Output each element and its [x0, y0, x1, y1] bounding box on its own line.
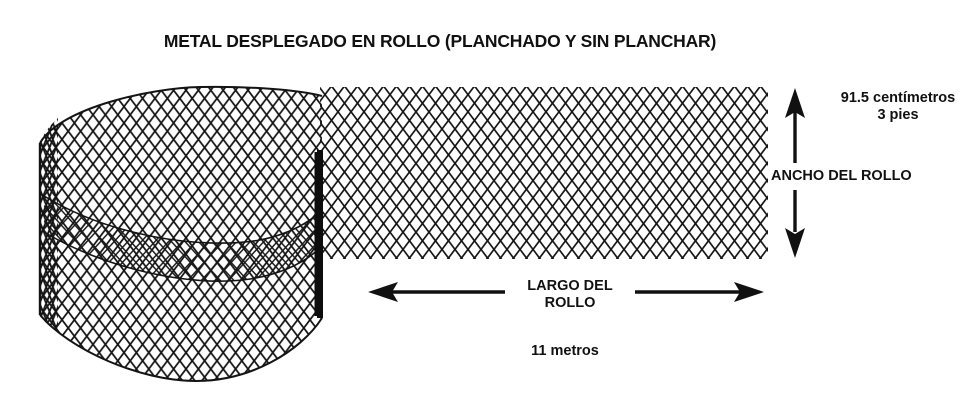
roll-length-measurement: 11 metros: [531, 343, 599, 359]
roll-width-measurement-cm: 91.5 centímetros: [840, 90, 956, 106]
roll-length-label: LARGO DEL ROLLO: [505, 278, 635, 312]
coil-mesh: [38, 85, 323, 383]
roll-width-arrow: [785, 88, 805, 258]
roll-width-label: ANCHO DEL ROLLO: [771, 168, 912, 184]
roll-width-measurement-ft: 3 pies: [877, 107, 919, 123]
roll-length-label-line2: ROLLO: [544, 295, 596, 311]
roll-width-measurement: 91.5 centímetros 3 pies: [824, 90, 972, 124]
page-title: METAL DESPLEGADO EN ROLLO (PLANCHADO Y S…: [163, 31, 717, 51]
roll-length-label-line1: LARGO DEL: [527, 278, 613, 294]
roll-length-arrow: [368, 282, 764, 302]
flat-sheet-mesh: [320, 87, 768, 259]
